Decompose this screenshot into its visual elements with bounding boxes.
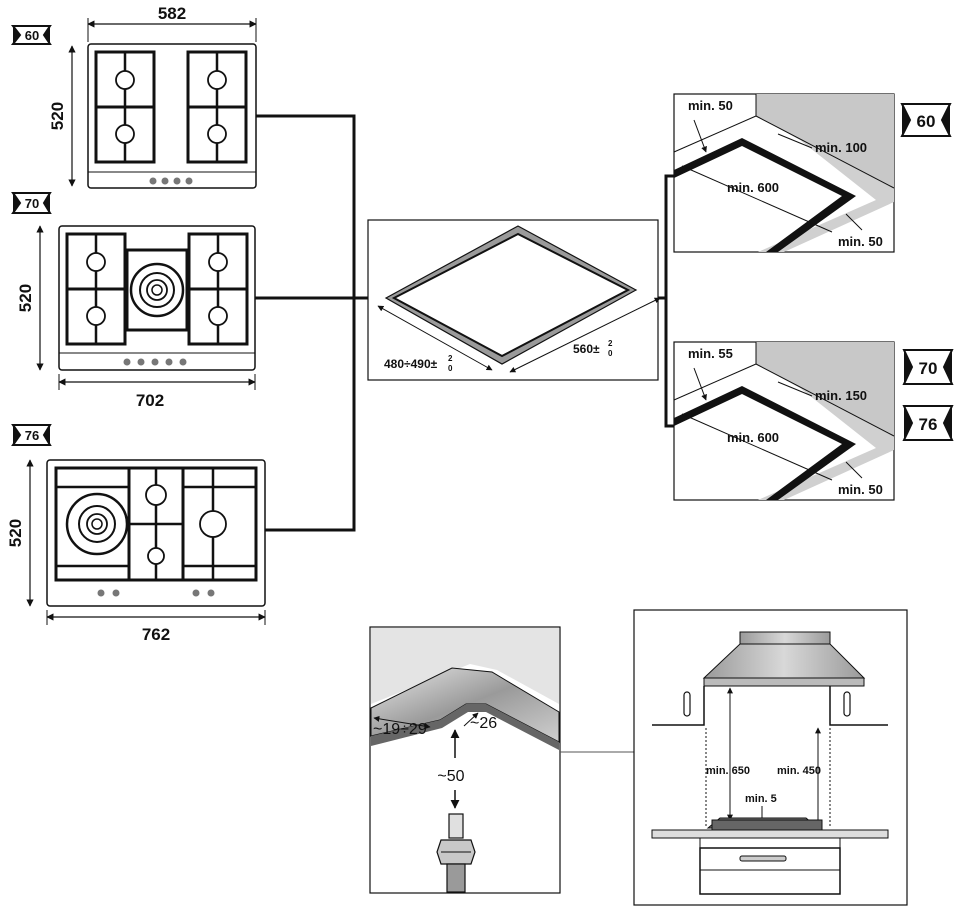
badge-text: 70 xyxy=(919,359,938,378)
cutout-width: 560± xyxy=(573,342,600,356)
knob-icon xyxy=(151,358,159,366)
hob-70-depth: 520 xyxy=(16,284,35,312)
hob-70-group: 70 520 702 xyxy=(11,192,256,410)
badge-text: 60 xyxy=(917,112,936,131)
gas-pipe-fitting-icon xyxy=(436,813,476,893)
hob-icon xyxy=(706,817,823,831)
cutout-depth-tol-top: 2 xyxy=(448,354,453,363)
hob-70-width: 702 xyxy=(136,391,164,410)
badge-70-right: 70 xyxy=(902,349,954,385)
cutout-depth-tol-bottom: 0 xyxy=(448,364,453,373)
gap-dim: min. 5 xyxy=(745,793,777,805)
burner-icon xyxy=(86,252,106,272)
knob-icon xyxy=(173,177,181,185)
burner-icon xyxy=(115,124,135,144)
burner-icon xyxy=(115,70,135,90)
cutout-width-tol-top: 2 xyxy=(608,339,613,348)
clearance-70-side: min. 150 xyxy=(815,388,867,403)
cutout-width-tol-bottom: 0 xyxy=(608,349,613,358)
burner-icon xyxy=(207,124,227,144)
hood-detail-panel: min. 650 min. 450 min. 5 xyxy=(633,609,908,906)
clearance-60-front: min. 50 xyxy=(838,234,883,249)
burner-icon xyxy=(207,70,227,90)
clearance-60-back: min. 50 xyxy=(688,98,733,113)
corner-detail-panel: ~19÷29 ~26 ~50 xyxy=(369,626,561,894)
oven-handle xyxy=(739,855,787,862)
knob-icon xyxy=(137,358,145,366)
burner-icon xyxy=(208,252,228,272)
bracket-connector xyxy=(658,174,674,428)
clearance-70-front: min. 50 xyxy=(838,482,883,497)
knob-icon xyxy=(185,177,193,185)
badge-76-right: 76 xyxy=(902,405,954,441)
oven xyxy=(699,847,841,895)
knob-icon xyxy=(207,589,215,597)
hob-60-body xyxy=(87,43,257,189)
countertop xyxy=(651,829,889,839)
hob-60-group: 60 582 520 xyxy=(10,4,257,189)
knob-icon xyxy=(149,177,157,185)
hob-76-width: 762 xyxy=(142,625,170,644)
cutout-depth: 480÷490± xyxy=(384,357,438,371)
corner-left-dim: ~19÷29 xyxy=(373,721,427,738)
knob-icon xyxy=(123,358,131,366)
cutout-panel: 480÷490± 2 0 560± 2 0 xyxy=(367,219,661,381)
knob-icon xyxy=(179,358,187,366)
corner-right-dim: ~26 xyxy=(470,715,497,732)
badge-60-right: 60 xyxy=(900,103,952,137)
hob-60-width: 582 xyxy=(158,4,186,23)
gas-pipe-dim: ~50 xyxy=(437,768,464,785)
badge-text: 70 xyxy=(25,196,39,211)
badge-76-left: 76 xyxy=(11,424,52,446)
burner-icon xyxy=(147,547,165,565)
badge-70-left: 70 xyxy=(11,192,52,214)
knob-icon xyxy=(161,177,169,185)
badge-60-left: 60 xyxy=(10,25,52,45)
hood-height-dim: min. 650 xyxy=(706,765,750,777)
clearance-60-panel: min. 50 min. 100 min. 600 min. 50 60 xyxy=(673,93,952,253)
clearance-70-back: min. 55 xyxy=(688,346,733,361)
connector-lines xyxy=(255,114,368,532)
wok-burner-icon xyxy=(65,492,129,556)
hob-76-group: 76 520 762 xyxy=(6,424,266,644)
clearance-60-side: min. 100 xyxy=(815,140,867,155)
clearance-70-width: min. 600 xyxy=(727,430,779,445)
knob-icon xyxy=(112,589,120,597)
knob-icon xyxy=(97,589,105,597)
wok-burner-icon xyxy=(129,262,185,318)
clearance-70-76-panel: min. 55 min. 150 min. 600 min. 50 70 76 xyxy=(673,341,954,501)
knob-icon xyxy=(165,358,173,366)
burner-icon xyxy=(145,484,167,506)
burner-icon xyxy=(208,306,228,326)
badge-text: 76 xyxy=(25,428,39,443)
badge-text: 76 xyxy=(919,415,938,434)
badge-text: 60 xyxy=(25,28,39,43)
hob-60-depth: 520 xyxy=(48,102,67,130)
burner-icon xyxy=(86,306,106,326)
clearance-60-width: min. 600 xyxy=(727,180,779,195)
knob-icon xyxy=(192,589,200,597)
hob-76-depth: 520 xyxy=(6,519,25,547)
burner-icon xyxy=(199,510,227,538)
cabinet-height-dim: min. 450 xyxy=(777,765,821,777)
